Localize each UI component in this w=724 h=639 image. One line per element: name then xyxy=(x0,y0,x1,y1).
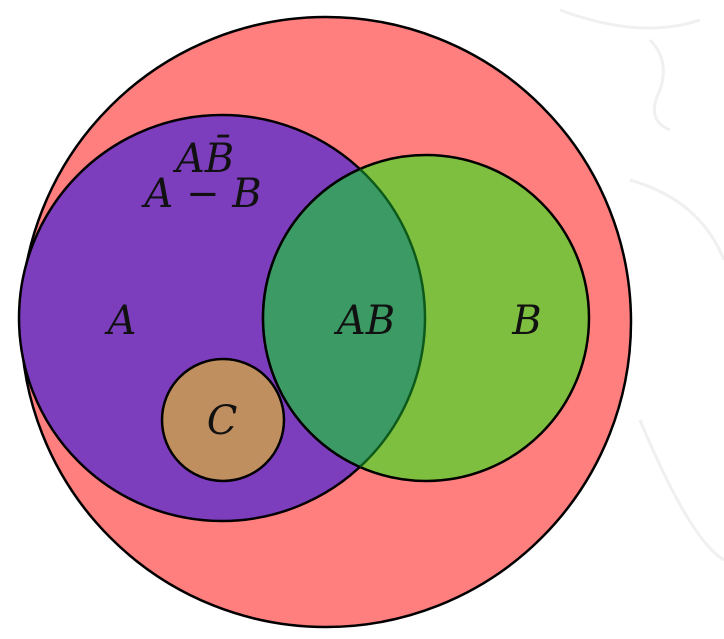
background-watermark xyxy=(559,8,724,562)
label-ab: AB xyxy=(333,298,395,344)
intersection-ab-region xyxy=(263,155,425,481)
label-c: C xyxy=(207,398,238,444)
set-b-inner-boundary xyxy=(261,153,425,483)
label-a: A xyxy=(104,298,137,344)
set-a-inner-boundary xyxy=(263,155,427,481)
label-b: B xyxy=(511,298,541,344)
label-a-minus-b: A − B xyxy=(140,171,261,217)
label-a-not-b: AB̄ xyxy=(172,135,234,182)
set-c-circle xyxy=(160,357,286,483)
